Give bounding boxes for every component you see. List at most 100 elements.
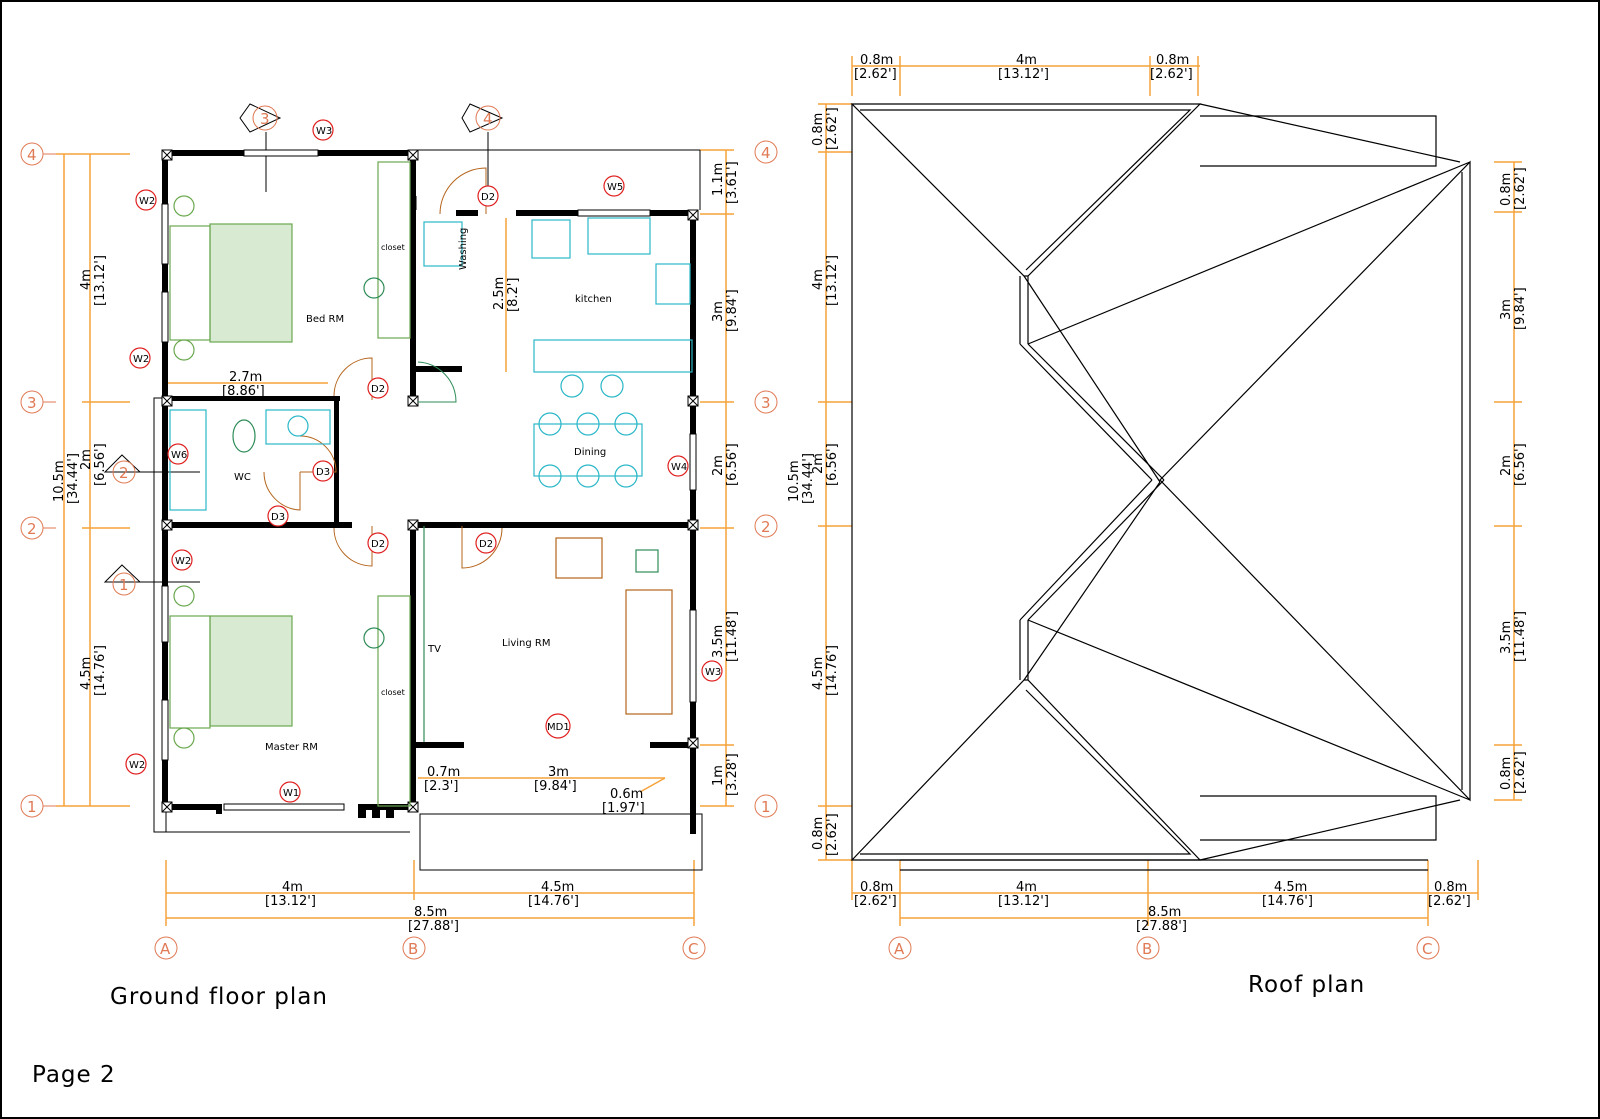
room-washing: Washing	[458, 228, 469, 270]
grid-row-4: 4	[27, 146, 37, 164]
grid-col-c: C	[688, 940, 698, 958]
roof-dim-right-2m-ft: [6.56']	[1513, 443, 1528, 486]
dim-0-7m-ft: [2.3']	[424, 779, 458, 794]
section-4-label: 4	[483, 110, 493, 128]
dim-2m-r-ft: [6.56']	[725, 443, 740, 486]
tag-d2-living: D2	[479, 539, 493, 550]
dim-2m: 2m	[79, 449, 94, 470]
room-wc: WC	[234, 472, 251, 483]
dim-3-5m-ft: [11.48']	[725, 611, 740, 662]
ground-floor-title: Ground floor plan	[110, 984, 328, 1010]
roof-dim-right-3-5m: 3.5m	[1499, 621, 1514, 654]
roof-dim-left-2m: 2m	[811, 453, 826, 474]
dim-3m-ft: [9.84']	[725, 289, 740, 332]
roof-dim-right-3m: 3m	[1499, 299, 1514, 320]
grid-row-1: 1	[27, 798, 37, 816]
dim-bottom-8-5m: 8.5m	[414, 905, 447, 920]
dim-1-1m-ft: [3.61']	[725, 161, 740, 204]
roof-dim-bottom-4m-ft: [13.12']	[998, 894, 1049, 909]
dim-porch-3m: 3m	[548, 765, 569, 780]
roof-grid-col-a: A	[894, 940, 905, 958]
dim-4-5m: 4.5m	[79, 657, 94, 690]
roof-dim-right-3-5m-ft: [11.48']	[1513, 611, 1528, 662]
roof-dim-left-0-8a-ft: [2.62']	[825, 107, 840, 150]
roof-dim-right-3m-ft: [9.84']	[1513, 287, 1528, 330]
roof-dim-right-0-8b: 0.8m	[1499, 757, 1514, 790]
tag-d2-master: D2	[371, 539, 385, 550]
dim-2-7m: 2.7m	[229, 370, 262, 385]
roof-dim-left-2m-ft: [6.56']	[825, 443, 840, 486]
tag-w1: W1	[283, 788, 299, 799]
tag-w2-a: W2	[139, 196, 155, 207]
grid-col-b: B	[408, 940, 418, 958]
dim-2-5m: 2.5m	[492, 277, 507, 310]
roof-dim-bottom-0-8b: 0.8m	[1434, 880, 1467, 895]
roof-dim-left-4m-ft: [13.12']	[825, 255, 840, 306]
tag-d3-b: D3	[271, 512, 285, 523]
roof-dim-top-0-8a-ft: [2.62']	[854, 67, 897, 82]
dim-4m-ft: [13.12']	[93, 255, 108, 306]
grid-row-3: 3	[27, 394, 37, 412]
tag-md1: MD1	[547, 722, 570, 733]
room-bed: Bed RM	[306, 314, 344, 325]
ground-left-dims: 4m [13.12'] 10.5m [34.44'] 2m [6.56'] 4.…	[52, 255, 108, 696]
roof-grid-col-b: B	[1142, 940, 1152, 958]
dim-2m-ft: [6.56']	[93, 443, 108, 486]
section-1-label: 1	[119, 576, 129, 594]
dim-bottom-8-5m-ft: [27.88']	[408, 919, 459, 934]
dim-2m-r: 2m	[711, 455, 726, 476]
dim-porch-3m-ft: [9.84']	[534, 779, 577, 794]
dim-2-7m-ft: [8.86']	[222, 384, 265, 399]
dim-10-5m-ft: [34.44']	[66, 453, 81, 504]
tag-w3-living: W3	[705, 667, 721, 678]
roof-dim-bottom-4m: 4m	[1016, 880, 1037, 895]
tag-w2-d: W2	[129, 760, 145, 771]
roof-dim-left-10-5m: 10.5m	[787, 460, 802, 502]
dim-bottom-4m-ft: [13.12']	[265, 894, 316, 909]
roof-grid-col-c: C	[1422, 940, 1432, 958]
dim-bottom-4-5m: 4.5m	[541, 880, 574, 895]
dim-1m-ft: [3.28']	[725, 753, 740, 796]
roof-dim-bottom-8-5m-ft: [27.88']	[1136, 919, 1187, 934]
roof-dim-top-0-8b: 0.8m	[1156, 53, 1189, 68]
grid-row-1-right: 1	[761, 798, 771, 816]
roof-dim-top-0-8a: 0.8m	[860, 53, 893, 68]
roof-dim-bottom-4-5m: 4.5m	[1274, 880, 1307, 895]
roof-plan-title: Roof plan	[1248, 972, 1365, 998]
roof-dim-left-4-5m-ft: [14.76']	[825, 645, 840, 696]
roof-dim-right-0-8a-ft: [2.62']	[1513, 167, 1528, 210]
roof-dim-left-0-8b: 0.8m	[811, 817, 826, 850]
roof-dim-left-0-8b-ft: [2.62']	[825, 813, 840, 856]
grid-row-4-right: 4	[761, 144, 771, 162]
dim-3-5m: 3.5m	[711, 625, 726, 658]
grid-row-2-right: 2	[761, 518, 771, 536]
roof-dim-top-0-8b-ft: [2.62']	[1150, 67, 1193, 82]
ground-right-dims: 1.1m [3.61'] 3m [9.84'] 2m [6.56'] 3.5m …	[492, 161, 740, 796]
room-closet-bottom: closet	[381, 688, 405, 697]
dim-0-7m: 0.7m	[427, 765, 460, 780]
grid-row-3-right: 3	[761, 394, 771, 412]
dim-4-5m-ft: [14.76']	[93, 645, 108, 696]
roof-dim-bottom-4-5m-ft: [14.76']	[1262, 894, 1313, 909]
roof-dim-right-2m: 2m	[1499, 455, 1514, 476]
dim-0-6m: 0.6m	[610, 787, 643, 802]
roof-dim-bottom-8-5m: 8.5m	[1148, 905, 1181, 920]
dim-bottom-4m: 4m	[282, 880, 303, 895]
room-tv: TV	[427, 644, 441, 655]
tag-d2-bed: D2	[371, 384, 385, 395]
tag-w2-b: W2	[133, 354, 149, 365]
dim-1m: 1m	[711, 765, 726, 786]
room-living: Living RM	[502, 638, 551, 649]
tag-w4: W4	[671, 462, 687, 473]
dim-10-5m: 10.5m	[52, 460, 67, 502]
dim-4m: 4m	[79, 269, 94, 290]
dim-0-6m-ft: [1.97']	[602, 801, 645, 816]
roof-dim-top-4m-ft: [13.12']	[998, 67, 1049, 82]
roof-dim-left-10-5m-ft: [34.44']	[801, 453, 816, 504]
page-number: Page 2	[32, 1062, 116, 1088]
grid-col-a: A	[160, 940, 171, 958]
roof-dim-bottom-0-8b-ft: [2.62']	[1428, 894, 1471, 909]
dim-1-1m: 1.1m	[711, 163, 726, 196]
roof-dim-left-4-5m: 4.5m	[811, 657, 826, 690]
roof-dim-bottom-0-8a-ft: [2.62']	[854, 894, 897, 909]
